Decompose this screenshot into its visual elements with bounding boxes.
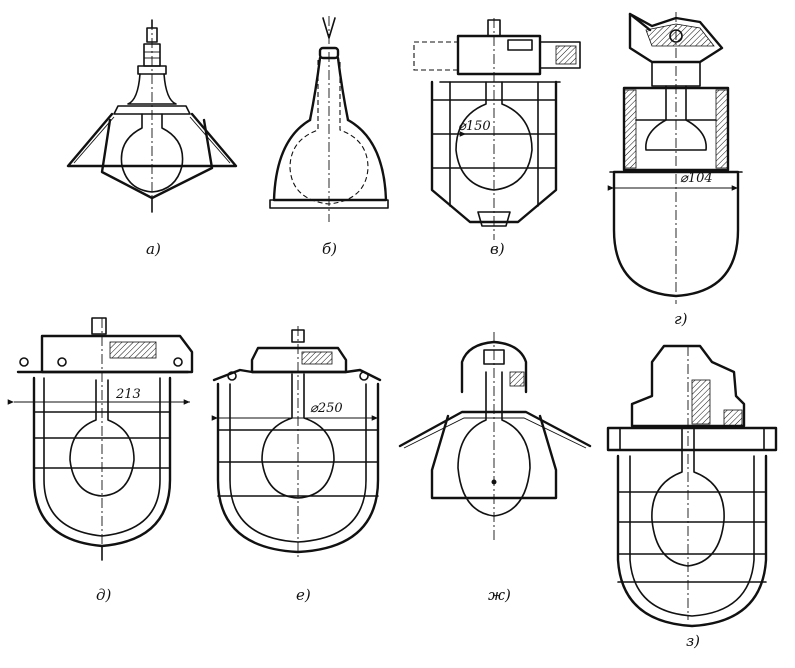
lamp-zh: ж) [398,332,592,604]
dim-g: ⌀104 [680,171,713,186]
lamp-d: 213 д) [7,317,194,604]
lamp-e: ⌀250 е) [211,326,382,604]
label-v: в) [490,240,505,258]
label-a: а) [146,240,161,258]
lamp-z: з) [606,344,778,650]
dim-v: ⌀150 [458,119,491,134]
lamp-v: ⌀150 в) [413,18,581,258]
lamp-b: б) [269,16,389,258]
label-z: з) [686,632,700,650]
label-zh: ж) [488,586,511,604]
dim-d: 213 [115,387,141,402]
label-b: б) [322,240,337,258]
lamp-g: ⌀104 г) [607,12,743,328]
label-e: е) [296,586,311,604]
dim-e: ⌀250 [310,401,343,416]
label-d: д) [96,586,112,604]
lamp-a: а) [66,19,238,258]
label-g: г) [674,310,688,328]
